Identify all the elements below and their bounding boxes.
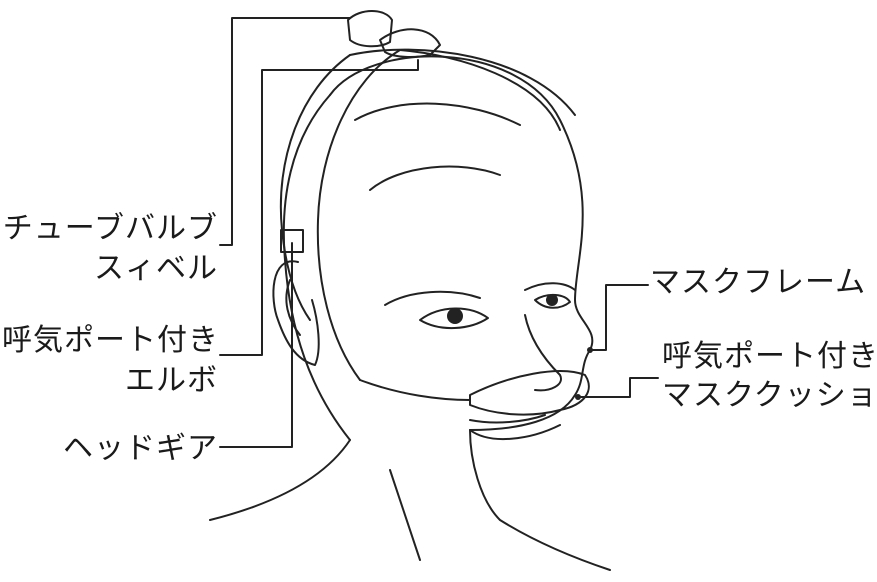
pupil-left	[447, 308, 463, 324]
neck-right	[469, 429, 611, 571]
headgear-strap-outer	[279, 54, 351, 321]
head-outline	[329, 55, 594, 431]
mask-cushion	[469, 370, 590, 416]
pupil-right	[546, 294, 558, 306]
callout-tube	[219, 17, 351, 246]
eyebrow-left	[384, 290, 481, 306]
callout-head	[219, 242, 293, 448]
headgear-strap-inner	[316, 49, 401, 381]
callout-frame	[589, 284, 649, 351]
ear	[272, 260, 320, 366]
callout-elbow	[219, 59, 419, 356]
chin	[469, 424, 561, 441]
label-exhalation-elbow-line1: 呼気ポート付き	[2, 323, 219, 358]
elbow-top	[379, 28, 441, 58]
label-cushion-line1: 呼気ポート付き	[662, 339, 877, 374]
eye-left	[419, 307, 489, 330]
mask-frame	[359, 379, 471, 401]
mouth	[469, 414, 546, 424]
headgear-crown	[399, 49, 561, 131]
hair-side	[369, 165, 501, 191]
nose	[524, 314, 562, 392]
label-cushion-line2: マスククッション	[662, 378, 877, 413]
neck-left	[209, 439, 351, 521]
label-tube-swivel-line2: スィベル	[94, 251, 218, 286]
label-mask-frame: マスクフレーム	[650, 265, 867, 300]
label-exhalation-elbow-line2: エルボ	[125, 363, 218, 398]
skull-back	[282, 94, 351, 441]
dot-cushion	[575, 394, 581, 400]
eye-right	[534, 294, 571, 309]
tube-swivel	[347, 10, 393, 48]
dot-frame	[587, 347, 593, 353]
label-headgear: ヘッドギア	[63, 431, 218, 466]
eyebrow-right	[524, 282, 576, 291]
neck-line	[389, 469, 421, 561]
hairline	[354, 102, 521, 126]
ear-inner	[285, 279, 301, 336]
label-tube-swivel-line1: チューブバルブ	[2, 211, 218, 246]
callout-cushion	[577, 377, 659, 398]
headgear-crown2	[349, 48, 576, 116]
